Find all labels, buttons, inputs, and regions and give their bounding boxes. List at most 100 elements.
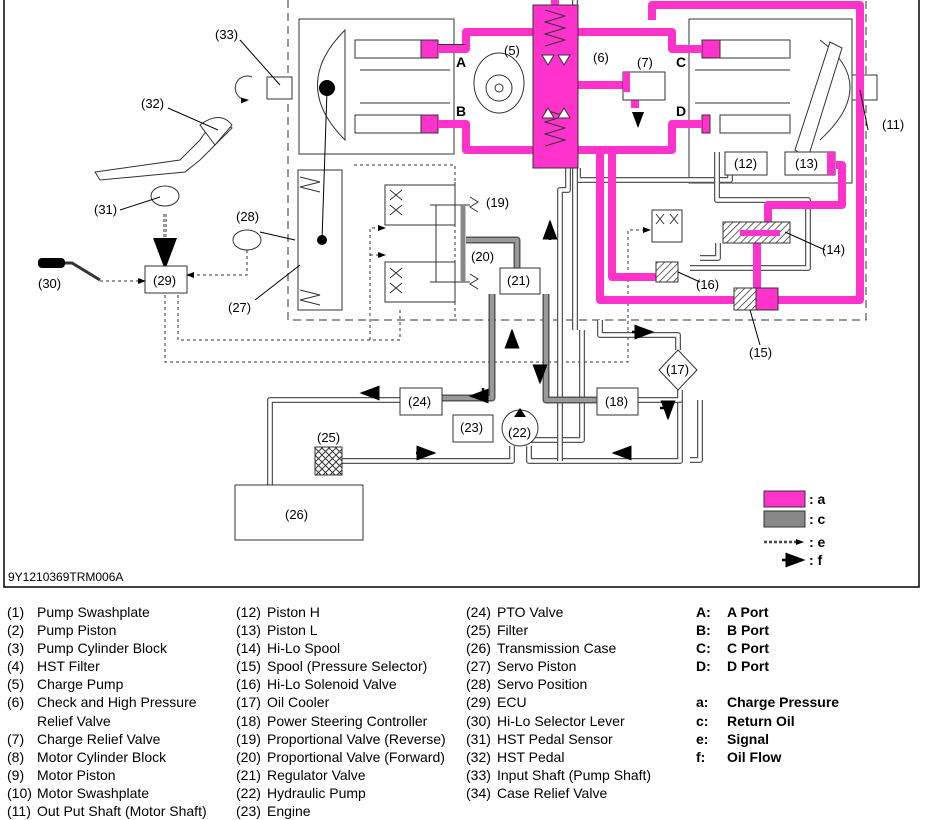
- legend-item: (26) Transmission Case: [466, 639, 651, 657]
- legend-item-text: Charge Pump: [37, 676, 124, 693]
- legend-item: (2)Pump Piston: [7, 621, 227, 639]
- legend-item-text: Piston H: [267, 604, 320, 620]
- legend-item: (27) Servo Piston: [466, 657, 651, 675]
- legend-item-number: (27): [466, 658, 491, 675]
- check-relief-valve-block: [532, 4, 579, 169]
- legend-item: (8)Motor Cylinder Block: [7, 748, 227, 766]
- legend-item-text: Pump Swashplate: [37, 604, 150, 620]
- filter: [314, 446, 343, 476]
- hst-pedal: [94, 117, 233, 181]
- legend-item-text: Input Shaft (Pump Shaft): [497, 766, 652, 783]
- callout-22: (22): [508, 425, 531, 440]
- legend-item-number: (3): [7, 640, 25, 657]
- key-label-f: : f: [809, 552, 823, 568]
- callout-12: (12): [734, 156, 757, 171]
- legend-item-number: A:: [696, 604, 711, 620]
- key-charge-pressure-swatch: [763, 490, 806, 508]
- legend-item-text: C Port: [727, 640, 769, 657]
- legend-item-number: (1): [7, 604, 25, 620]
- callout-24: (24): [408, 394, 431, 409]
- callout-23: (23): [460, 420, 483, 435]
- legend-item-text: Proportional Valve (Forward): [267, 748, 445, 765]
- callout-27: (27): [228, 300, 251, 315]
- legend-item-text: HST Pedal Sensor: [497, 730, 613, 747]
- legend-item: (20) Proportional Valve (Forward): [236, 748, 446, 766]
- flow-arrows: [359, 219, 676, 461]
- engine: [452, 414, 494, 443]
- legend-item: (31) HST Pedal Sensor: [466, 730, 651, 748]
- input-shaft: [266, 76, 293, 100]
- legend-item-text: Hi-Lo Selector Lever: [497, 712, 625, 729]
- legend-item-text: Motor Piston: [37, 766, 116, 783]
- key-return-oil-swatch: [763, 510, 806, 528]
- legend-item: (21)Regulator Valve: [236, 766, 446, 784]
- legend-item-text: B Port: [727, 622, 769, 639]
- transmission-case: [234, 484, 364, 541]
- legend-item-number: (29): [466, 694, 491, 711]
- callout-17: (17): [666, 362, 689, 377]
- legend-item: (23)Engine: [236, 802, 446, 820]
- legend-item: (18)Power Steering Controller: [236, 712, 446, 730]
- rotation-arrow-icon: [234, 75, 253, 104]
- legend-item-number: (31): [466, 730, 491, 747]
- pump-unit: [266, 18, 455, 155]
- figure-code: 9Y1210369TRM006A: [8, 570, 123, 584]
- legend-item: (28)Servo Position: [466, 675, 651, 693]
- legend-item: (9) Motor Piston: [7, 766, 227, 784]
- legend-item-text: Spool (Pressure Selector): [267, 658, 428, 675]
- legend-column-2: (12)Piston H(13)Piston L(14)Hi-Lo Spool(…: [236, 603, 446, 820]
- callout-31: (31): [94, 202, 117, 217]
- callout-18: (18): [605, 394, 628, 409]
- callout-32: (32): [141, 96, 164, 111]
- port-c: C: [676, 54, 686, 70]
- legend-item-text: A Port: [727, 604, 769, 620]
- hi-lo-selector-lever: [38, 258, 65, 268]
- legend-item-number: (12): [236, 604, 261, 620]
- legend-item: B:B Port: [696, 621, 839, 639]
- legend-item-number: (26): [466, 640, 491, 657]
- legend-item-number: (20): [236, 748, 261, 765]
- legend-item-text: Motor Cylinder Block: [37, 748, 167, 765]
- legend-item-text: Transmission Case: [497, 640, 617, 657]
- legend-item-text: Signal: [727, 730, 770, 747]
- signal-line: [177, 295, 401, 341]
- callout-14: (14): [822, 242, 845, 257]
- legend-item: (5)Charge Pump: [7, 675, 227, 693]
- callout-11: (11): [882, 117, 904, 132]
- legend-item-number: D:: [696, 658, 711, 675]
- legend-item-number: (23): [236, 803, 261, 820]
- legend-item-number: (15): [236, 658, 261, 675]
- legend-item: (4)HST Filter: [7, 657, 227, 675]
- legend-item: C:C Port: [696, 639, 839, 657]
- legend-item-number: (25): [466, 622, 491, 639]
- legend-item-number: (6): [7, 694, 25, 711]
- legend-item-number: (18): [236, 712, 261, 729]
- callout-30: (30): [38, 276, 61, 291]
- callout-20: (20): [471, 249, 494, 264]
- motor-unit: [688, 18, 878, 184]
- legend-item: (3)Pump Cylinder Block: [7, 639, 227, 657]
- legend-item-number: (9): [7, 766, 25, 783]
- legend-item-text: Servo Piston: [497, 658, 577, 675]
- legend-item-text: Case Relief Valve: [497, 784, 608, 801]
- legend-item: (30)Hi-Lo Selector Lever: [466, 712, 651, 730]
- legend-item: (1) Pump Swashplate: [7, 603, 227, 621]
- legend-item-number: (7): [7, 730, 25, 747]
- port-d: D: [676, 103, 686, 119]
- hst-hydraulic-diagram: (33) (32) (31) (28) (30) (29) (27) (5) (…: [3, 0, 920, 588]
- legend-item-number: (4): [7, 658, 25, 675]
- legend-item: (24)PTO Valve: [466, 603, 651, 621]
- legend-item: (12) Piston H: [236, 603, 446, 621]
- legend-item-number: (21): [236, 766, 261, 783]
- legend-item-number: (32): [466, 748, 491, 765]
- legend-item-text: Hydraulic Pump: [267, 784, 366, 801]
- legend-item: (33) Input Shaft (Pump Shaft): [466, 766, 651, 784]
- callout-28: (28): [236, 209, 259, 224]
- legend-item-text: Oil Flow: [727, 748, 782, 765]
- legend-item-text: PTO Valve: [497, 604, 564, 620]
- legend-item-number: (33): [466, 766, 491, 783]
- callout-26: (26): [285, 507, 308, 522]
- legend-item: e:Signal: [696, 730, 839, 748]
- legend-item-number: (22): [236, 784, 261, 801]
